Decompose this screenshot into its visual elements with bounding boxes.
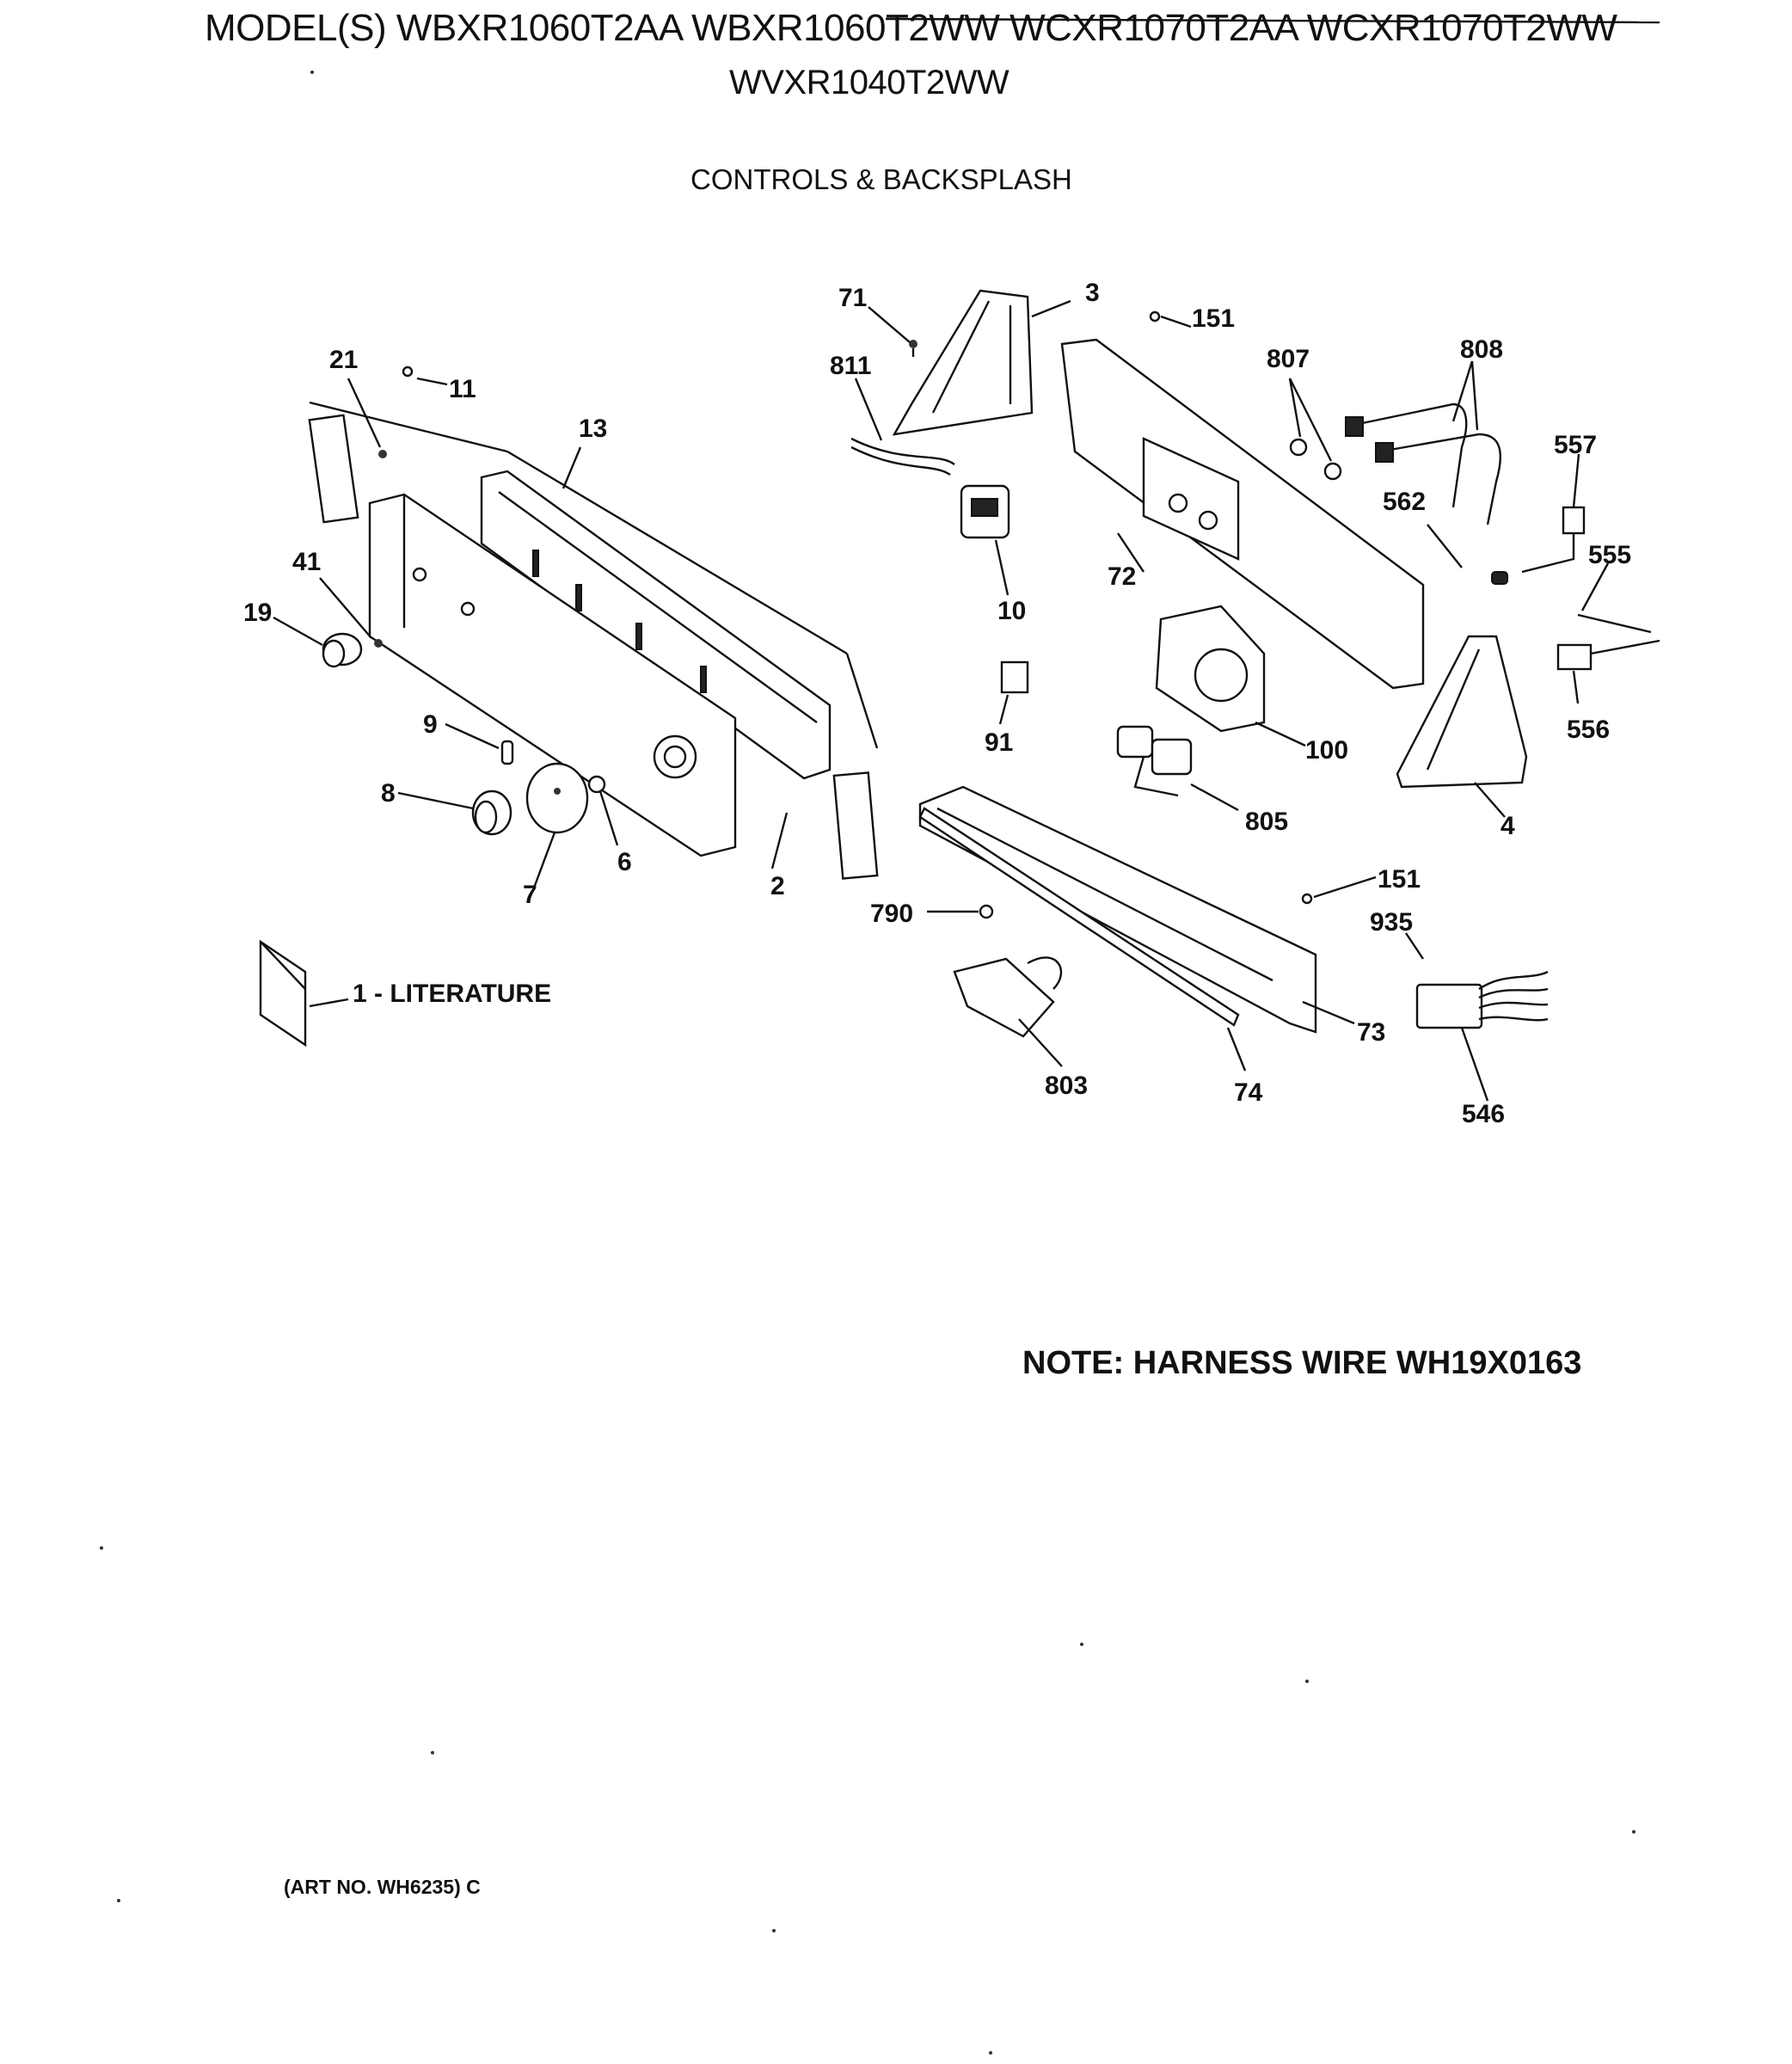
label-555: 555 bbox=[1588, 541, 1631, 569]
label-literature: 1 - LITERATURE bbox=[353, 980, 551, 1008]
bracket-3 bbox=[892, 289, 1034, 436]
screw-11 bbox=[402, 366, 414, 378]
timer-100 bbox=[1155, 605, 1266, 733]
scan-specks bbox=[100, 71, 1636, 2055]
label-74: 74 bbox=[1234, 1078, 1263, 1107]
label-13: 13 bbox=[579, 415, 607, 443]
art-number: (ART NO. WH6235) C bbox=[284, 1876, 481, 1898]
label-4: 4 bbox=[1500, 812, 1515, 840]
part-790 bbox=[979, 904, 994, 919]
washer-807b bbox=[1323, 462, 1342, 481]
pressure-switch-10 bbox=[960, 484, 1010, 539]
label-2: 2 bbox=[770, 872, 785, 900]
bracket-4 bbox=[1396, 635, 1528, 789]
header-rule bbox=[885, 17, 1660, 24]
timer-knob-assembly bbox=[471, 740, 606, 836]
label-6: 6 bbox=[617, 848, 632, 876]
hoses-808 bbox=[1345, 402, 1502, 525]
connector-556 bbox=[1556, 643, 1593, 671]
diagram-subtitle: CONTROLS & BACKSPLASH bbox=[690, 163, 1072, 195]
water-valve-805 bbox=[1116, 725, 1193, 797]
label-808: 808 bbox=[1460, 335, 1503, 364]
label-21: 21 bbox=[329, 346, 358, 374]
trim-74 bbox=[918, 807, 1240, 1027]
label-562: 562 bbox=[1383, 488, 1426, 516]
label-9: 9 bbox=[423, 710, 438, 739]
label-935: 935 bbox=[1370, 908, 1413, 937]
label-73: 73 bbox=[1357, 1018, 1385, 1047]
label-556: 556 bbox=[1567, 716, 1610, 744]
screw-151-lower bbox=[1301, 893, 1313, 905]
end-cap-right bbox=[832, 771, 879, 880]
washer-807a bbox=[1289, 438, 1308, 457]
part-803 bbox=[953, 956, 1063, 1038]
models-line-1: MODEL(S) WBXR1060T2AA WBXR1060T2WW WCXR1… bbox=[205, 7, 1617, 49]
wire-555 bbox=[1577, 613, 1652, 634]
label-91: 91 bbox=[985, 728, 1013, 757]
label-807: 807 bbox=[1267, 345, 1310, 373]
screw-151-top bbox=[1149, 310, 1161, 322]
harness-note: NOTE: HARNESS WIRE WH19X0163 bbox=[1022, 1345, 1582, 1381]
base-bracket-73 bbox=[918, 785, 1317, 1034]
end-cap-left bbox=[308, 414, 359, 524]
knob-19 bbox=[322, 632, 383, 668]
label-790: 790 bbox=[870, 900, 913, 928]
label-19: 19 bbox=[243, 599, 272, 627]
label-100: 100 bbox=[1305, 736, 1348, 765]
label-557: 557 bbox=[1554, 431, 1597, 459]
label-803: 803 bbox=[1045, 1072, 1088, 1100]
screw-71 bbox=[909, 340, 917, 348]
part-91 bbox=[1000, 660, 1029, 694]
label-71: 71 bbox=[838, 284, 867, 312]
label-151-top: 151 bbox=[1192, 304, 1235, 333]
label-7: 7 bbox=[523, 881, 537, 909]
label-41: 41 bbox=[292, 548, 321, 576]
label-546: 546 bbox=[1462, 1100, 1505, 1128]
label-3: 3 bbox=[1085, 279, 1100, 307]
label-151-lower: 151 bbox=[1378, 865, 1421, 894]
control-panel-bracket bbox=[309, 401, 879, 780]
models-line-2: WVXR1040T2WW bbox=[729, 64, 1010, 101]
literature-envelope bbox=[259, 939, 307, 1047]
label-10: 10 bbox=[997, 597, 1026, 625]
wire-562 bbox=[1427, 524, 1463, 568]
hose-811 bbox=[850, 437, 955, 465]
label-805: 805 bbox=[1245, 808, 1288, 836]
leader-lines bbox=[273, 299, 1610, 1102]
backsplash-72 bbox=[1060, 338, 1425, 690]
label-11: 11 bbox=[449, 375, 476, 403]
label-811: 811 bbox=[830, 352, 871, 380]
label-8: 8 bbox=[381, 779, 396, 808]
harness-546 bbox=[1415, 970, 1549, 1029]
screw-21 bbox=[378, 450, 387, 458]
label-72: 72 bbox=[1108, 562, 1136, 591]
